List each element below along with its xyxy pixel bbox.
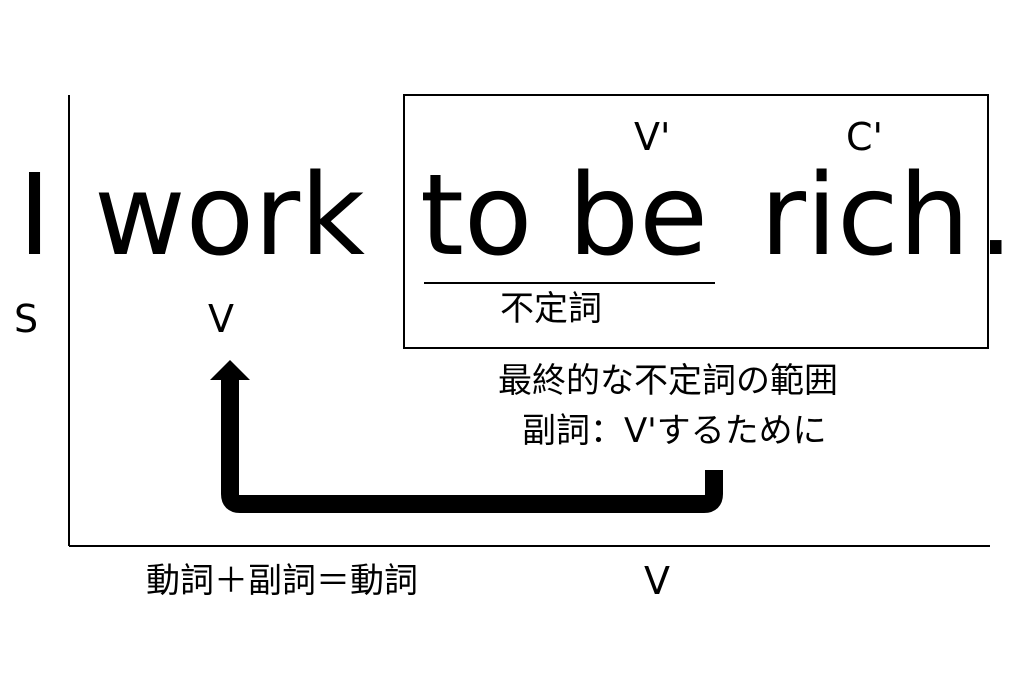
bottom-v-label: V [644,559,670,603]
formula-caption: 動詞＋副詞＝動詞 [146,561,418,601]
to-be-words: to be [420,151,709,281]
c-prime-label: C' [846,115,883,159]
modifier-arrow-line [221,378,723,513]
period-mark: . [978,151,1014,281]
subject-label: S [14,297,39,341]
v-prime-label: V' [634,115,671,159]
rich-word: rich [760,151,970,281]
infinitive-label: 不定詞 [500,289,602,329]
subject-word: I [18,151,52,281]
arrow-head-icon [210,360,250,380]
scope-caption: 最終的な不定詞の範囲 [498,361,838,401]
adverb-caption: 副詞：V'するために [522,411,827,451]
infinitive-scope-box [403,94,989,349]
verb-label: V [208,297,234,341]
verb-word: work [94,151,366,281]
